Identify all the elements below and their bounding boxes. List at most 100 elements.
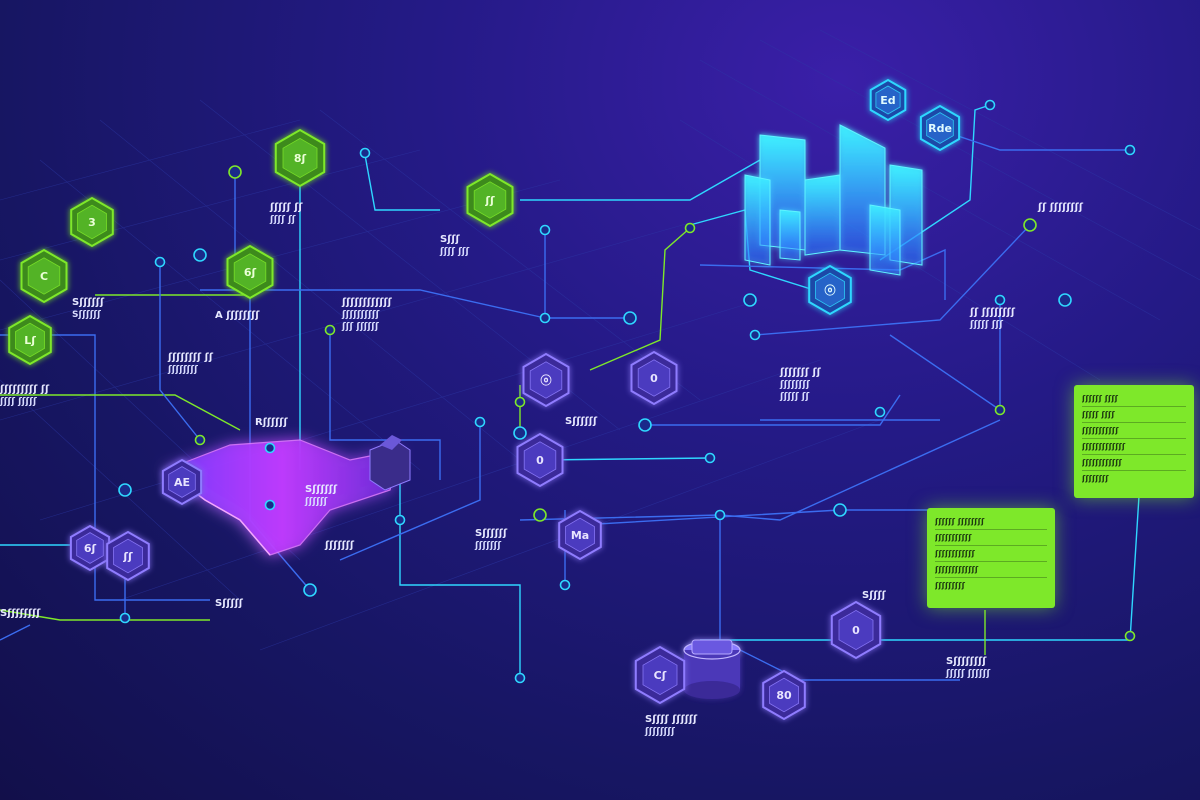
hex-node-n3[interactable]: C xyxy=(20,248,68,304)
hex-node-inner xyxy=(27,257,61,295)
link xyxy=(889,334,1001,411)
card-row: ʃʃʃʃʃʃ ʃʃʃʃ xyxy=(1082,391,1186,407)
link xyxy=(879,104,991,261)
link xyxy=(539,457,711,461)
link-joint xyxy=(514,396,526,408)
hex-node-label: Rde xyxy=(928,122,952,135)
node-label-line: ʃʃʃʃ ʃʃʃ xyxy=(439,247,470,257)
bar xyxy=(804,174,841,256)
link xyxy=(519,419,1001,521)
node-label-line: Sʃʃʃʃʃ xyxy=(215,598,244,609)
link xyxy=(939,129,1130,151)
hex-node-label: C xyxy=(40,270,48,283)
link xyxy=(589,227,691,371)
node-label-t10: ʃʃ ʃʃʃʃʃʃʃʃ xyxy=(1037,202,1084,213)
hex-node-n16[interactable]: 0 xyxy=(830,600,882,660)
link-joint xyxy=(264,499,276,511)
hex-node-inner xyxy=(769,677,799,713)
link xyxy=(719,515,960,681)
info-card-1[interactable]: ʃʃʃʃʃʃ ʃʃʃʃ ʃʃʃʃʃ ʃʃʃʃ ʃʃʃʃʃʃʃʃʃʃʃ ʃʃʃʃʃ… xyxy=(1074,385,1194,498)
hex-node-label: ʃʃ xyxy=(122,550,133,563)
data-ribbon xyxy=(163,439,401,556)
hex-node-label: 0 xyxy=(650,372,658,385)
node-label-line: ʃʃʃʃʃʃʃ ʃʃ xyxy=(779,367,822,378)
hex-node-inner xyxy=(15,322,45,358)
node-label-t17: Sʃʃʃʃ xyxy=(862,590,887,601)
card-row: ʃʃʃʃʃʃʃʃʃʃʃʃ xyxy=(935,546,1047,562)
hex-node-n2[interactable]: 3 xyxy=(70,196,114,248)
hex-node-label: 80 xyxy=(776,689,792,702)
hex-node-label: Ed xyxy=(880,94,895,107)
link-joint xyxy=(514,672,526,684)
link-joint xyxy=(539,312,551,324)
hex-node-n19[interactable]: AE xyxy=(161,458,203,506)
link-joint xyxy=(474,416,486,428)
node-label-t9: ʃʃ ʃʃʃʃʃʃʃʃʃʃʃʃʃ ʃʃʃ xyxy=(969,307,1016,330)
hex-node-inner xyxy=(282,137,318,179)
link-joint xyxy=(833,503,847,517)
node-label-line: ʃʃʃʃʃ ʃʃʃ xyxy=(969,320,1003,330)
node-label-t18: ʃʃʃʃʃʃʃʃʃ ʃʃʃʃʃʃ ʃʃʃʃʃ xyxy=(0,384,50,407)
link xyxy=(700,479,1141,641)
hex-node-n6[interactable]: ʃʃ xyxy=(466,172,514,228)
hex-node-label: ʃʃ xyxy=(484,194,495,207)
hex-node-inner xyxy=(815,272,845,308)
hex-node-n9[interactable]: Ed xyxy=(869,78,907,122)
node-label-line: ʃʃʃʃʃʃʃʃ xyxy=(167,365,198,375)
node-label-line: ʃʃʃʃʃ ʃʃ xyxy=(269,202,303,213)
hex-node-n17[interactable]: Cʃ xyxy=(634,645,686,705)
hex-node-inner xyxy=(529,361,563,399)
hex-node-n12[interactable]: ⓞ xyxy=(522,352,570,408)
link-joint xyxy=(119,612,131,624)
node-label-line: Sʃʃʃʃʃʃʃʃ xyxy=(946,656,987,667)
hex-node-label: 0 xyxy=(852,624,860,637)
hex-node-n5[interactable]: 6ʃ xyxy=(226,244,274,300)
link xyxy=(329,330,441,480)
hex-node-n1[interactable]: 8ʃ xyxy=(274,128,326,188)
hex-node-n8[interactable]: ʃʃ xyxy=(106,530,150,582)
hex-node-label: Cʃ xyxy=(654,669,667,682)
hex-node-n4[interactable]: Lʃ xyxy=(8,314,52,366)
node-label-line: Sʃʃʃʃ xyxy=(862,590,887,601)
card-row: ʃʃʃʃʃ ʃʃʃʃ xyxy=(1082,407,1186,423)
link-joint xyxy=(513,426,527,440)
hex-node-n14[interactable]: 0 xyxy=(516,432,564,488)
node-label-line: ʃʃʃʃʃʃʃʃʃʃʃʃ xyxy=(341,297,393,308)
node-label-line: Sʃʃʃʃ ʃʃʃʃʃʃ xyxy=(645,714,698,725)
hex-node-inner xyxy=(642,654,678,696)
node-label-line: ʃʃʃʃʃʃʃʃʃʃ xyxy=(341,310,380,320)
link xyxy=(0,624,31,641)
isometric-bars xyxy=(744,124,923,276)
link xyxy=(754,224,1031,336)
link-joint xyxy=(638,418,652,432)
card-row: ʃʃʃʃʃʃʃʃʃ xyxy=(935,581,965,590)
card-row: ʃʃʃʃʃʃ ʃʃʃʃʃʃʃʃ xyxy=(935,514,1047,530)
node-label-t19: Sʃʃʃʃʃ xyxy=(215,598,244,609)
hex-node-label: 6ʃ xyxy=(244,266,257,279)
node-label-line: Sʃʃʃʃʃʃʃʃ xyxy=(0,608,41,619)
node-label-line: Sʃʃʃʃʃʃ xyxy=(72,297,105,308)
link-joint xyxy=(533,508,547,522)
hex-node-n15[interactable]: Ma xyxy=(558,509,602,561)
link-joint xyxy=(1124,144,1136,156)
link-joint xyxy=(539,224,551,236)
hex-node-n13[interactable]: 0 xyxy=(630,350,678,406)
hex-node-label: 6ʃ xyxy=(84,542,97,555)
link-joint xyxy=(1023,218,1037,232)
link xyxy=(159,265,201,441)
hex-node-n11[interactable]: ⓞ xyxy=(808,264,852,316)
node-label-line: ʃʃʃ ʃʃʃʃʃʃ xyxy=(341,322,379,332)
link-joint xyxy=(394,514,406,526)
node-label-line: Sʃʃʃʃʃʃ xyxy=(72,310,101,320)
hex-node-n10[interactable]: Rde xyxy=(919,104,961,152)
node-label-line: ʃʃʃʃʃʃ xyxy=(304,497,328,507)
hex-node-n7[interactable]: 6ʃ xyxy=(69,524,111,572)
bar xyxy=(744,174,771,266)
info-card-2[interactable]: ʃʃʃʃʃʃ ʃʃʃʃʃʃʃʃ ʃʃʃʃʃʃʃʃʃʃʃ ʃʃʃʃʃʃʃʃʃʃʃʃ… xyxy=(927,508,1055,608)
hex-node-n18[interactable]: 80 xyxy=(762,669,806,721)
link-joint xyxy=(994,404,1006,416)
link-joint xyxy=(264,442,276,454)
card-row: ʃʃʃʃʃʃʃʃʃʃʃ xyxy=(935,530,1047,546)
